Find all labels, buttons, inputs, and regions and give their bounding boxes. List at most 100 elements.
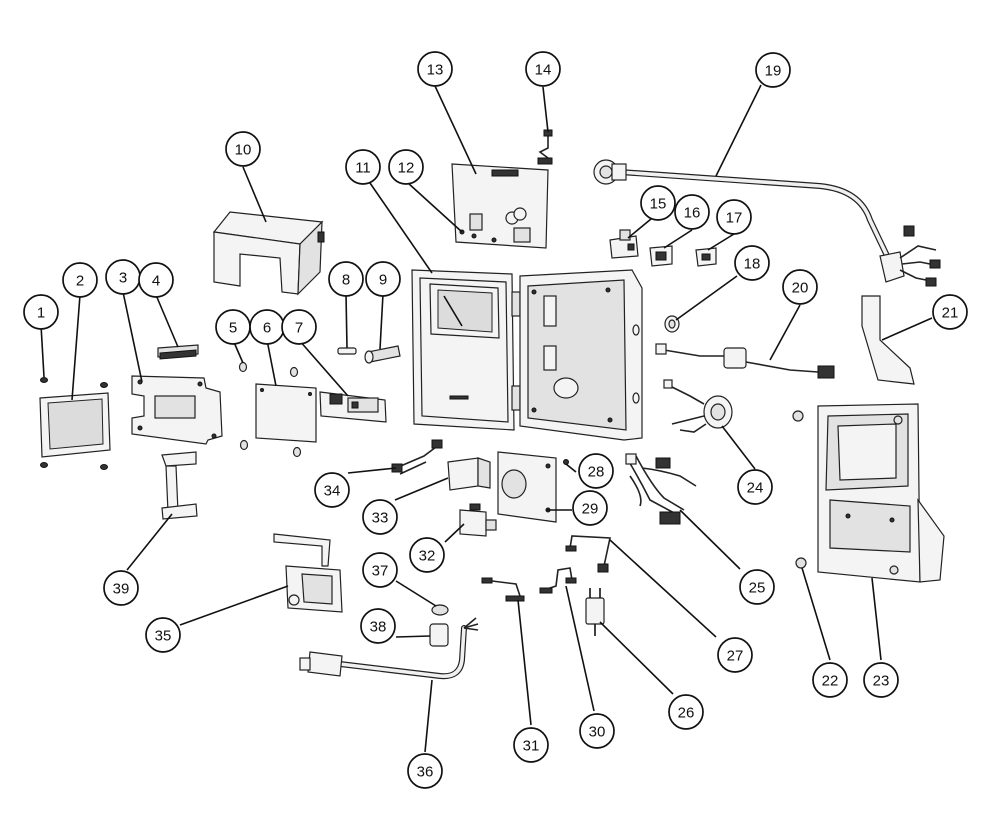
callout-bubble: [314, 472, 350, 508]
callout-bubble: [281, 309, 317, 345]
callout-number: 37: [372, 563, 389, 580]
callout-bubble: [138, 262, 174, 298]
callout-number: 5: [229, 320, 237, 337]
callout-bubble: [23, 294, 59, 330]
callout-number: 22: [822, 673, 839, 690]
callout-bubble: [674, 194, 710, 230]
callout-bubble: [812, 662, 848, 698]
callout-32: 32: [409, 537, 445, 573]
callout-bubble: [417, 51, 453, 87]
part-17-connector: [695, 247, 717, 267]
part-3-mounting-bracket: [131, 375, 223, 445]
callout-number: 24: [747, 480, 764, 497]
callout-number: 30: [589, 724, 606, 741]
callout-bubble: [225, 131, 261, 167]
callout-number: 23: [873, 673, 890, 690]
callout-4: 4: [138, 262, 174, 298]
part-22-knob: [792, 410, 807, 569]
callout-number: 18: [744, 256, 761, 273]
callout-number: 8: [342, 272, 350, 289]
callout-bubble: [103, 570, 139, 606]
part-23-mounting-panel: [817, 403, 945, 583]
callout-number: 16: [684, 205, 701, 222]
callout-bubble: [525, 51, 561, 87]
callout-number: 31: [523, 738, 540, 755]
part-27-wire: [565, 535, 611, 573]
callout-number: 11: [355, 160, 371, 177]
callout-number: 12: [398, 160, 415, 177]
callout-bubble: [362, 499, 398, 535]
part-33-relay: [447, 457, 491, 491]
callout-bubble: [409, 537, 445, 573]
callout-bubble: [640, 185, 676, 221]
callout-number: 28: [588, 464, 605, 481]
leader-lines: [40, 84, 933, 753]
callout-number: 39: [113, 581, 130, 598]
part-14-wire-harness: [537, 129, 553, 165]
part-12-circuit-board: [451, 163, 549, 249]
callout-22: 22: [812, 662, 848, 698]
part-26-capacitor: [585, 588, 605, 636]
callout-6: 6: [249, 309, 285, 345]
part-29-plate: [497, 451, 557, 523]
part-32-terminal-block: [459, 503, 497, 537]
callout-bubble: [863, 662, 899, 698]
callout-number: 36: [417, 764, 434, 781]
part-38-cable-gland: [429, 623, 449, 647]
callout-number: 25: [749, 580, 766, 597]
callout-bubble: [388, 149, 424, 185]
part-31-wire: [481, 577, 525, 602]
callout-13: 13: [417, 51, 453, 87]
callout-bubble: [716, 199, 752, 235]
callout-bubble: [579, 713, 615, 749]
callout-bubble: [572, 490, 608, 526]
part-36-power-cord: [299, 617, 479, 680]
part-35-keypad: [273, 533, 343, 613]
part-34-wire: [391, 439, 443, 475]
part-24-receptacle: [663, 379, 733, 433]
callout-28: 28: [578, 453, 614, 489]
callout-number: 38: [370, 619, 387, 636]
callout-number: 6: [263, 320, 271, 337]
callout-number: 33: [372, 510, 389, 527]
part-1-screws: [40, 377, 108, 470]
callout-number: 4: [152, 273, 160, 290]
callout-18: 18: [734, 245, 770, 281]
callout-bubble: [362, 552, 398, 588]
callout-bubble: [782, 269, 818, 305]
part-19-power-cable: [593, 159, 941, 287]
callout-bubble: [755, 52, 791, 88]
callout-number: 7: [295, 320, 303, 337]
callout-number: 29: [582, 501, 599, 518]
callout-36: 36: [407, 753, 443, 789]
callout-bubble: [62, 262, 98, 298]
callout-bubble: [345, 149, 381, 185]
callout-19: 19: [755, 52, 791, 88]
callout-bubble: [578, 453, 614, 489]
callout-1: 1: [23, 294, 59, 330]
callout-15: 15: [640, 185, 676, 221]
callout-3: 3: [105, 259, 141, 295]
callout-21: 21: [932, 294, 968, 330]
callout-31: 31: [513, 727, 549, 763]
callout-bubble: [145, 617, 181, 653]
callout-38: 38: [360, 608, 396, 644]
callout-number: 9: [379, 272, 387, 289]
part-2-display-panel: [39, 392, 111, 458]
part-28-screw: [563, 459, 569, 465]
callout-number: 14: [535, 62, 552, 79]
callout-11: 11: [345, 149, 381, 185]
callout-23: 23: [863, 662, 899, 698]
callout-16: 16: [674, 194, 710, 230]
part-37-nut: [431, 604, 449, 616]
callout-bubble: [360, 608, 396, 644]
callout-number: 26: [678, 705, 695, 722]
callout-34: 34: [314, 472, 350, 508]
callout-bubble: [328, 261, 364, 297]
callout-number: 20: [792, 280, 809, 297]
callout-bubble: [932, 294, 968, 330]
part-16-connector: [649, 245, 673, 267]
callout-20: 20: [782, 269, 818, 305]
